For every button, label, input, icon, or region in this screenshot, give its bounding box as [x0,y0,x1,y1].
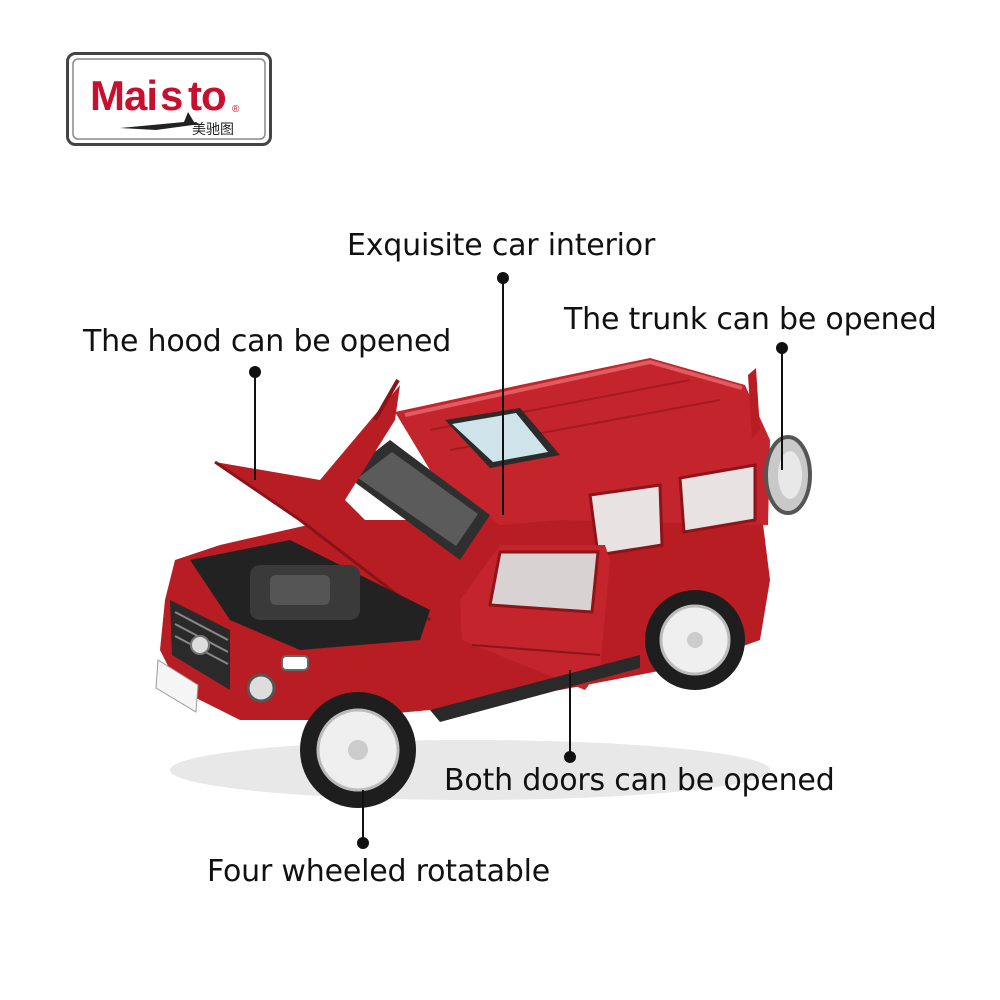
svg-text:®: ® [232,104,240,115]
maisto-logo: Mai s to ® 美驰图 [66,52,272,146]
callout-trunk: The trunk can be opened [564,302,937,337]
svg-text:to: to [188,72,226,119]
callout-hood: The hood can be opened [83,324,452,359]
svg-text:Mai: Mai [90,72,157,119]
callout-doors: Both doors can be opened [444,763,835,798]
svg-text:美驰图: 美驰图 [192,122,234,138]
svg-text:s: s [160,72,183,119]
callout-wheels: Four wheeled rotatable [207,854,551,889]
callout-interior: Exquisite car interior [347,228,656,263]
